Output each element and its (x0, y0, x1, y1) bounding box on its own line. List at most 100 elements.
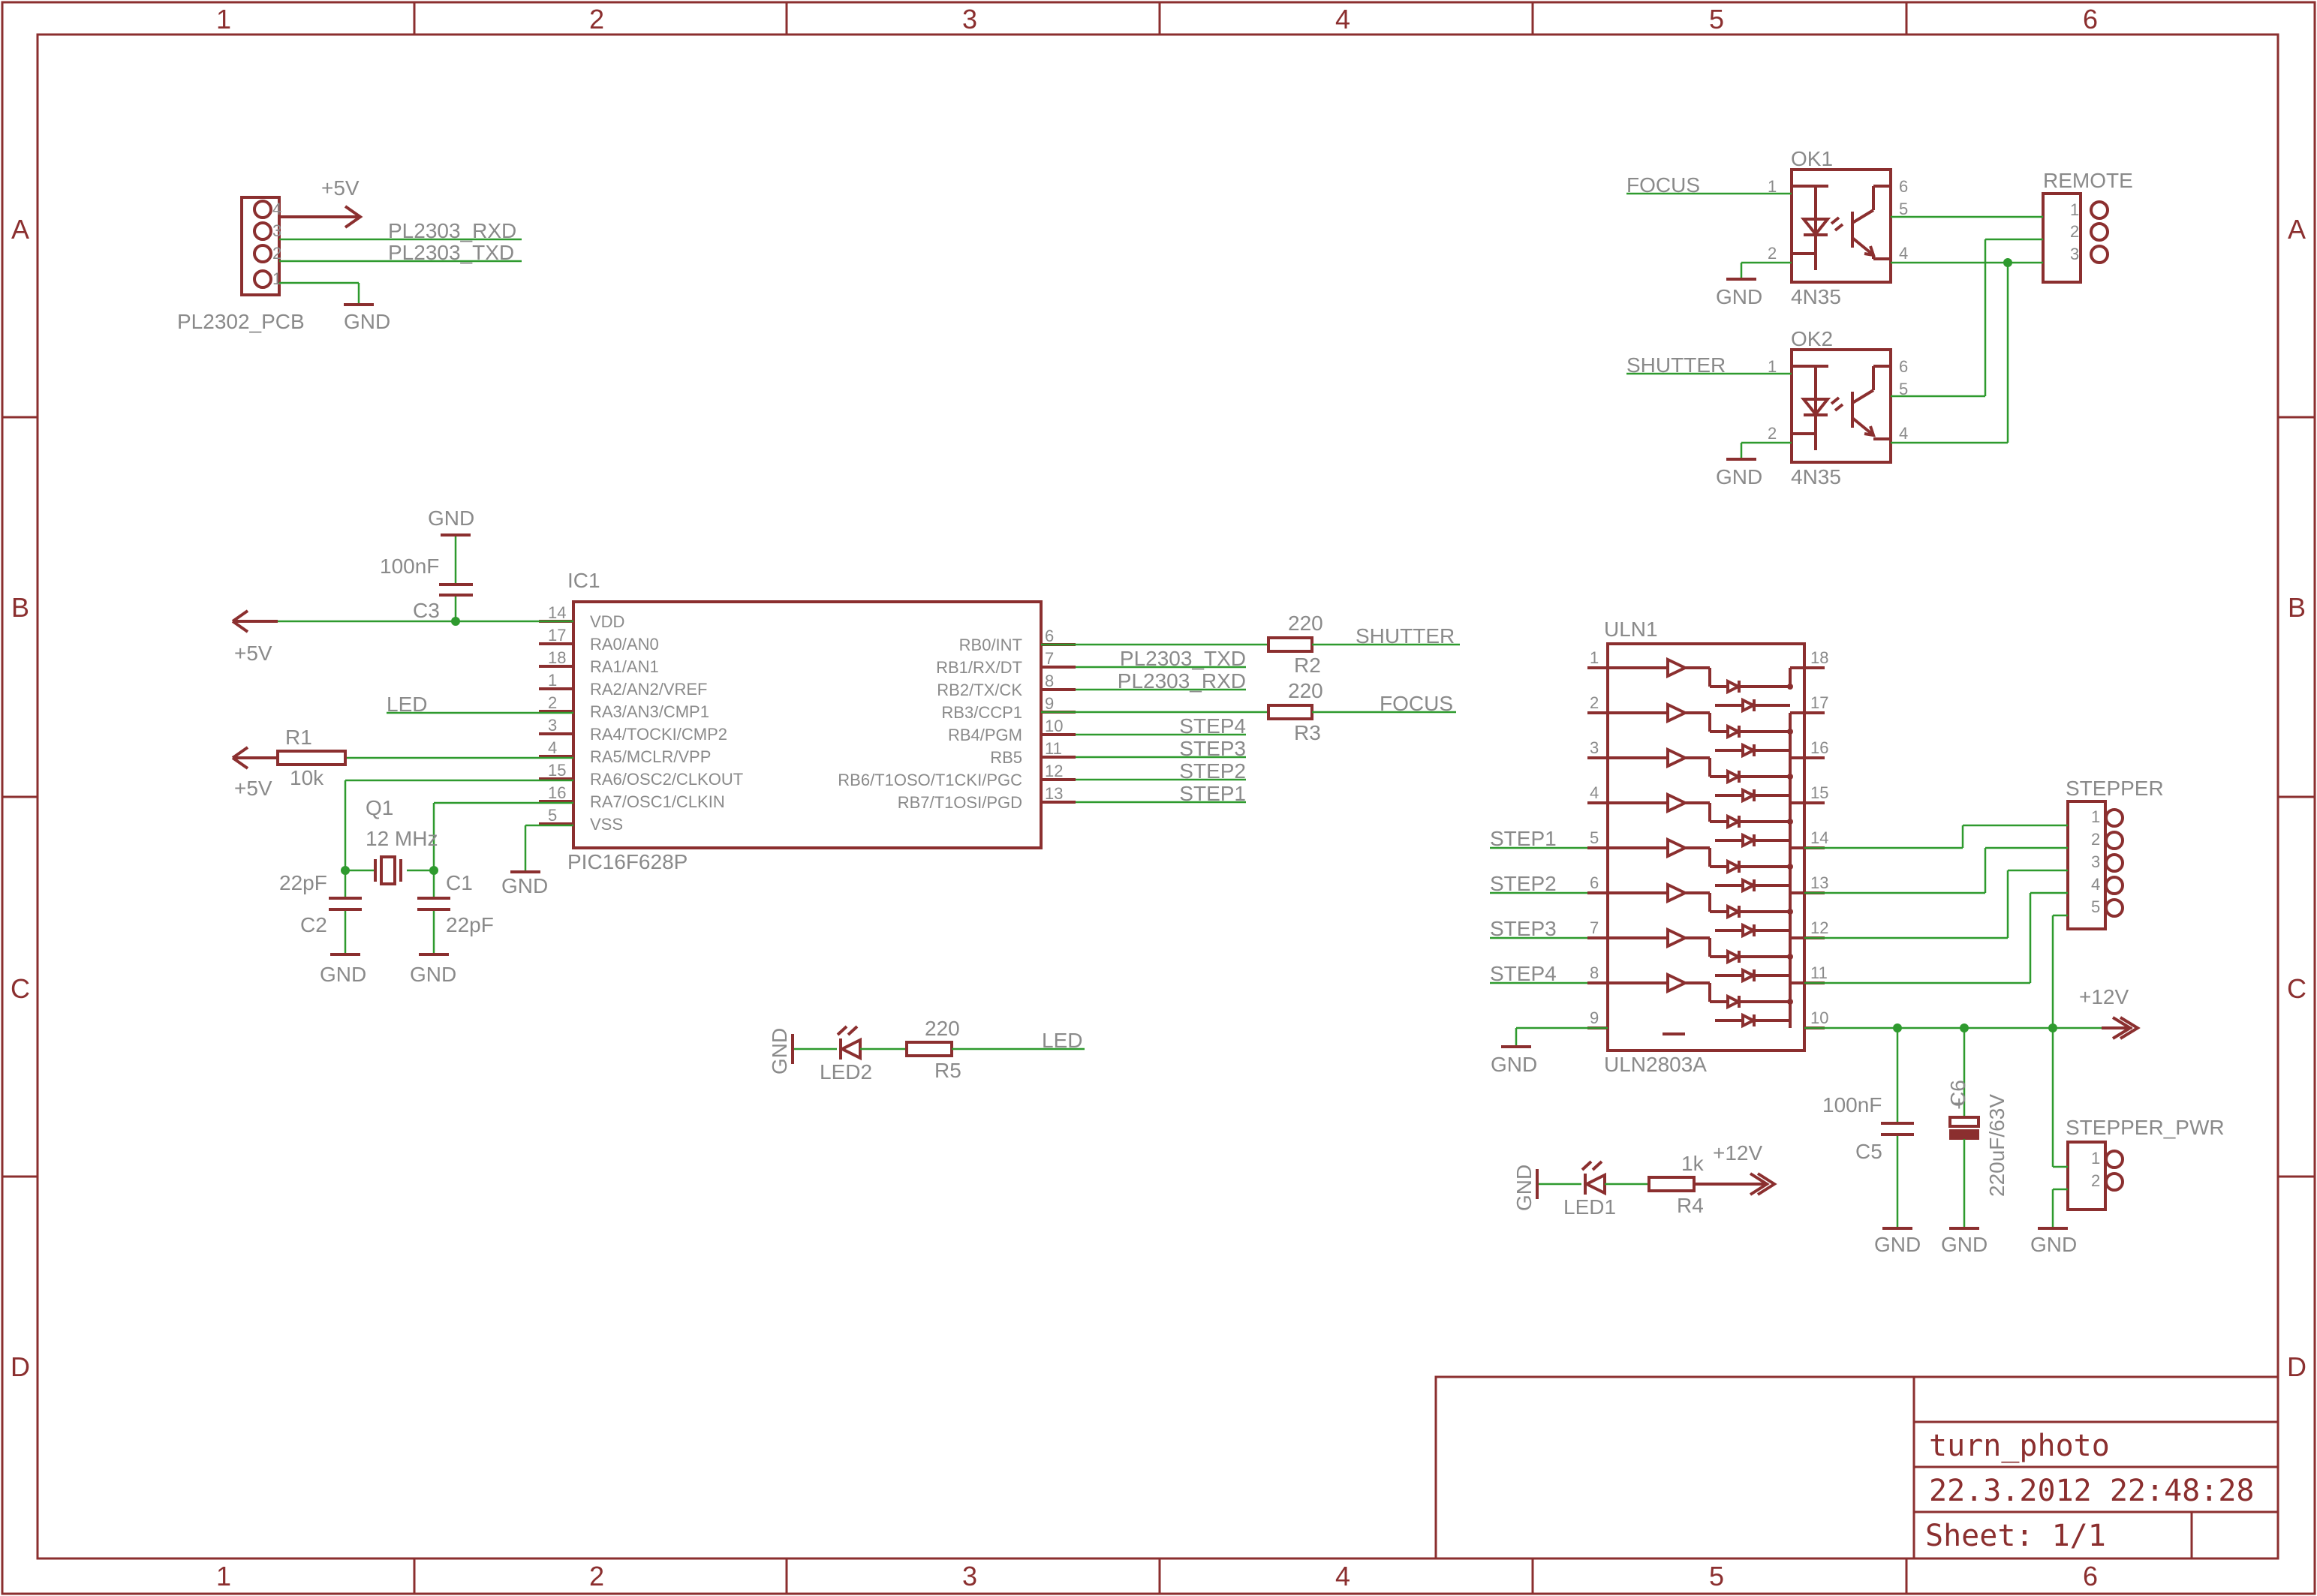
net-label-pl2303-txd: PL2303_TXD (388, 241, 514, 264)
ic1-net-label: STEP3 (1179, 737, 1246, 760)
led1-name: LED1 (1563, 1195, 1616, 1219)
ic1-net-label: PL2303_RXD (1118, 669, 1246, 693)
ic1-pin-number: 16 (548, 783, 566, 802)
ic1-pin-label: RB1/RX/DT (936, 658, 1022, 677)
c1-gnd-label: GND (410, 963, 456, 986)
ic1-net-label: STEP2 (1179, 759, 1246, 783)
uln1-pin-number: 9 (1590, 1008, 1599, 1027)
ok2-value: 4N35 (1791, 465, 1841, 488)
ic1-pin-label: VDD (590, 612, 624, 631)
svg-text:3: 3 (2091, 852, 2100, 871)
uln1-pin-number: 7 (1590, 918, 1599, 937)
col-label-6-bottom: 6 (2083, 1561, 2098, 1591)
uln1-pin-number: 14 (1810, 828, 1828, 847)
uln1-gnd-label: GND (1491, 1053, 1537, 1076)
ic1-pin-number: 3 (548, 716, 557, 735)
net-label-led-r5: LED (1042, 1029, 1082, 1052)
row-label-d: D (11, 1351, 30, 1382)
junction (1787, 729, 1793, 735)
ic1-pin-label: VSS (590, 815, 623, 834)
c6-name: C6 (1946, 1080, 1969, 1107)
svg-text:2: 2 (272, 244, 281, 263)
svg-text:2: 2 (1768, 424, 1777, 443)
ok1-input-label: FOCUS (1626, 173, 1700, 197)
ic1-pin-label: RB0/INT (959, 636, 1022, 654)
uln1-input-label: STEP1 (1490, 827, 1557, 850)
pl2302-gnd-label: GND (344, 310, 390, 333)
junction (2003, 258, 2012, 267)
stepper-name: STEPPER (2066, 777, 2164, 800)
uln1-name: ULN1 (1604, 618, 1658, 641)
ic1-pin-number: 12 (1045, 762, 1063, 780)
col-label-3: 3 (962, 4, 977, 35)
ic1-pin-number: 5 (548, 806, 557, 825)
uln1-pin-number: 15 (1810, 783, 1828, 802)
ic1-pin-label: RA3/AN3/CMP1 (590, 702, 709, 721)
q1-name: Q1 (366, 796, 393, 819)
net-label-shutter: SHUTTER (1356, 624, 1455, 648)
ok1-gnd-label: GND (1716, 285, 1762, 308)
ic1-net-label: STEP4 (1179, 714, 1246, 738)
ic1-pin-number: 7 (1045, 649, 1054, 668)
ic1-pin-number: 18 (548, 648, 566, 667)
row-label-c: C (11, 973, 30, 1004)
c3-value: 100nF (380, 555, 439, 578)
ic1-pin-label: RB6/T1OSO/T1CKI/PGC (838, 771, 1022, 789)
ic1-pin-number: 8 (1045, 672, 1054, 690)
ic1-pin-label: RA1/AN1 (590, 657, 659, 676)
stepper-pwr-connector: 1 2 STEPPER_PWR GND (2030, 1028, 2225, 1256)
pl2302-connector: 4 3 2 1 +5V PL2303_RXD PL2303_TXD GND PL… (177, 176, 522, 333)
svg-text:6: 6 (1899, 357, 1908, 376)
svg-text:1: 1 (1768, 177, 1777, 196)
q1-value: 12 MHz (366, 827, 438, 850)
c5-name: C5 (1855, 1140, 1882, 1163)
ic1-pin-number: 9 (1045, 694, 1054, 713)
r2-r3-resistors: 220 R2 SHUTTER 220 R3 FOCUS (1041, 612, 1460, 744)
ic1-pin-number: 14 (548, 603, 566, 622)
svg-text:5: 5 (1899, 380, 1908, 398)
ic1-pin-number: 11 (1045, 739, 1062, 758)
stepper-connector: 1 2 3 4 5 STEPPER (1804, 777, 2164, 1028)
r1-name: R1 (285, 726, 312, 749)
remote-name: REMOTE (2043, 169, 2133, 192)
svg-text:5: 5 (1899, 200, 1908, 218)
ic1-pin-label: RB7/T1OSI/PGD (898, 793, 1022, 812)
uln1-pin-number: 17 (1810, 693, 1828, 712)
row-label-d-right: D (2287, 1351, 2306, 1382)
svg-text:5: 5 (2091, 897, 2100, 916)
ic1-pin-label: RA0/AN0 (590, 635, 659, 654)
c6-plus: + (1953, 1092, 1965, 1115)
ok1-value: 4N35 (1791, 285, 1841, 308)
stepper-pwr-name: STEPPER_PWR (2066, 1116, 2225, 1139)
net-label-led: LED (387, 693, 427, 716)
ic1-gnd-label: GND (501, 874, 548, 897)
svg-text:2: 2 (2070, 222, 2079, 241)
ic1-pin-number: 2 (548, 693, 557, 712)
junction (1787, 684, 1793, 690)
crystal-q1: Q1 12 MHz 22pF C2 GND C1 22pF GND (279, 779, 573, 986)
r1-supply-label: +5V (234, 777, 272, 800)
ic1-pin-number: 6 (1045, 627, 1054, 645)
title-block-date: 22.3.2012 22:48:28 (1929, 1474, 2254, 1508)
c2-gnd-label: GND (320, 963, 366, 986)
ic1-gnd: GND (501, 824, 573, 897)
ic1-pin-number: 13 (1045, 784, 1063, 803)
svg-text:1: 1 (2070, 200, 2079, 219)
ic1-pin-number: 4 (548, 738, 557, 757)
led2-indicator: GND LED2 220 R5 LED (768, 1017, 1085, 1084)
r2-name: R2 (1294, 654, 1321, 677)
uln1-pin-number: 12 (1810, 918, 1828, 937)
uln1-pin-number: 5 (1590, 828, 1599, 847)
ic1-net-label: PL2303_TXD (1120, 647, 1246, 670)
col-label-1: 1 (216, 4, 231, 35)
junction (451, 617, 460, 626)
ic1-pin-label: RB4/PGM (948, 726, 1022, 744)
col-label-3-bottom: 3 (962, 1561, 977, 1591)
uln1-pin-number: 4 (1590, 783, 1599, 802)
ic1-name: IC1 (567, 569, 600, 592)
r1-pullup: R1 10k +5V (231, 726, 573, 800)
title-block: turn_photo 22.3.2012 22:48:28 Sheet: 1/1 (1434, 1375, 2279, 1560)
